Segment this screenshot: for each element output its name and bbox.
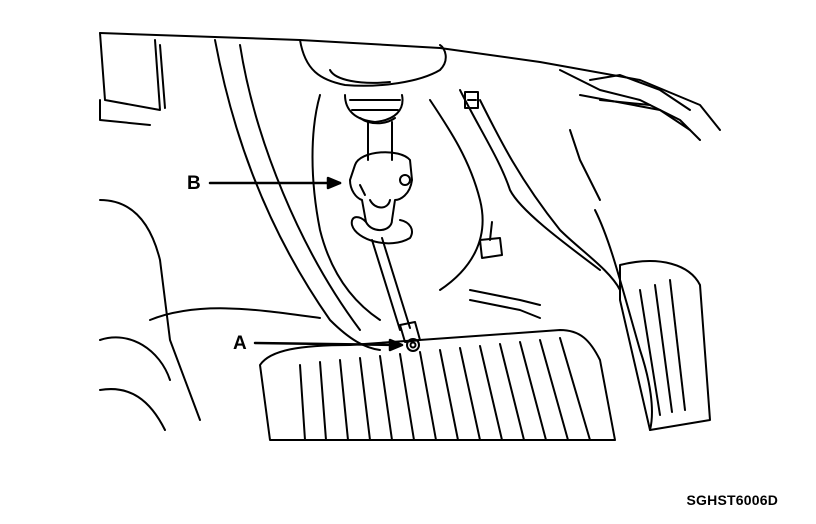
figure-code: SGHST6006D xyxy=(686,492,778,508)
leader-a-arrow xyxy=(253,341,402,347)
callout-leaders xyxy=(208,176,404,352)
accelerator-pedal xyxy=(569,129,711,431)
callout-a-label: A xyxy=(233,333,247,354)
callout-b-label: B xyxy=(187,173,201,194)
joint-bolt xyxy=(399,321,421,352)
wheel-well xyxy=(99,199,201,431)
dashboard-panel xyxy=(99,32,721,141)
leader-b-arrowhead xyxy=(326,176,342,190)
floor-mat xyxy=(149,307,616,441)
steering-column-housing xyxy=(299,39,447,161)
universal-joint xyxy=(349,151,413,331)
floor-tunnel xyxy=(214,39,621,351)
bracket-bolt xyxy=(464,91,541,319)
leader-a-arrowhead xyxy=(388,338,404,352)
